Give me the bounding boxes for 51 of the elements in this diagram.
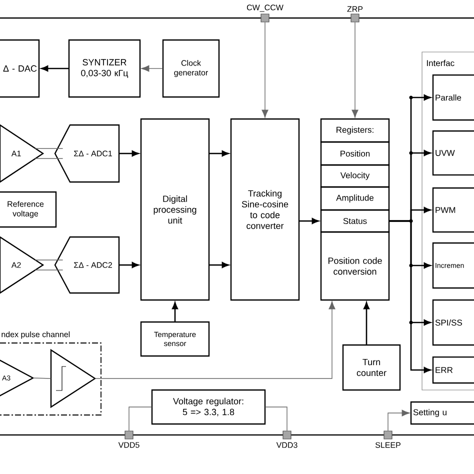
arrow — [128, 406, 152, 432]
register-row: Amplitude — [320, 186, 390, 211]
arrow — [262, 22, 268, 118]
counter-block: Turn counter — [342, 344, 401, 391]
pin-pad: VDD5 — [118, 430, 140, 448]
interface-block: SPI/SS — [432, 299, 474, 346]
arrow — [352, 22, 358, 118]
arrow — [172, 302, 178, 322]
converter-block: Tracking Sine-cosine to code converter — [230, 118, 300, 301]
node-label: ndex pulse channel — [2, 331, 70, 339]
register-row: Position — [320, 141, 390, 166]
reference-block: Reference voltage — [0, 191, 57, 228]
clock-block: Clock generator — [162, 39, 220, 98]
pin-pad: SLEEP — [375, 430, 400, 448]
pin-pad: ZRP — [347, 6, 363, 22]
pin-pad: VDD3 — [276, 430, 298, 448]
arrow — [34, 148, 64, 159]
arrow — [34, 260, 64, 270]
register-row: Registers: — [320, 118, 390, 143]
node-label: SLEEP — [375, 442, 400, 448]
arrow — [119, 150, 139, 156]
dac-block: Δ - DAC — [0, 39, 40, 98]
arrow — [209, 262, 229, 268]
arrow — [41, 66, 69, 72]
arrow — [141, 65, 164, 72]
interface-block: PWM — [432, 187, 474, 233]
processing-block: Digital processing unit — [140, 118, 210, 301]
interface-block: ERR — [432, 356, 474, 384]
arrow — [94, 301, 336, 379]
arrow — [364, 302, 370, 345]
interface-block: Paralle — [432, 74, 474, 121]
arrow — [119, 262, 139, 268]
synthesizer-block: SYNTIZER 0,03-30 кГц — [68, 39, 141, 98]
node-label: VDD3 — [276, 442, 298, 448]
node-label: CW_CCW — [246, 4, 284, 12]
node-label: ZRP — [347, 6, 363, 12]
arrow — [299, 218, 319, 224]
arrow — [209, 150, 229, 156]
setting-block: Setting u — [410, 401, 474, 425]
regulator-block: Voltage regulator: 5 => 3.3, 1.8 — [151, 389, 266, 425]
interface-block: UVW — [432, 130, 474, 176]
arrow — [388, 410, 410, 432]
register-row: Velocity — [320, 164, 390, 188]
pin-pad: CW_CCW — [246, 4, 284, 22]
arrow — [264, 406, 288, 432]
arrow — [389, 220, 431, 373]
node-label: VDD5 — [118, 442, 140, 448]
adc-block: ΣΔ - ADC1 — [54, 124, 120, 183]
conversion-block: Position code conversion — [320, 231, 390, 301]
adc-block: ΣΔ - ADC2 — [54, 236, 120, 294]
register-row: Status — [320, 209, 390, 233]
